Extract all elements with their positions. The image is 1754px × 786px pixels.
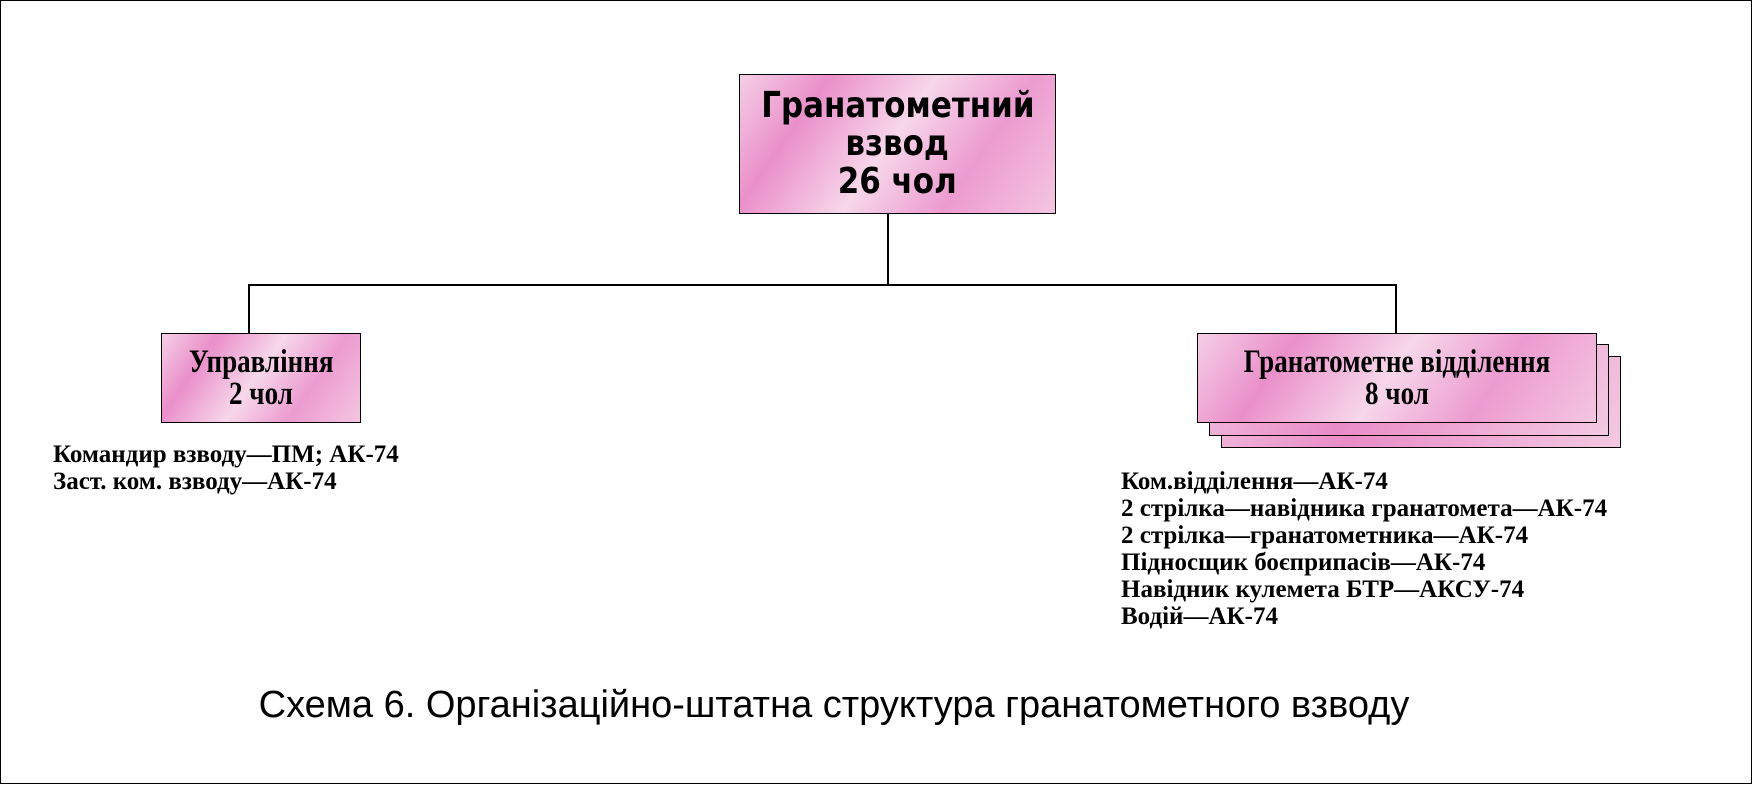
grenade-squad-staff-list: Ком.відділення—АК-74 2 стрілка—навідника… [1121,468,1607,630]
root-node: Гранатометний взвод 26 чол [739,74,1056,214]
branch-grenade-squad-title: Гранатометне відділення [1243,344,1551,380]
diagram-caption: Схема 6. Організаційно-штатна структура … [258,684,1410,726]
branch-management-count: 2 чол [229,376,293,412]
list-item: 2 стрілка—навідника гранатомета—АК-74 [1121,495,1608,522]
list-item: Ком.відділення—АК-74 [1121,468,1388,495]
list-item: Заст. ком. взводу—АК-74 [53,468,337,495]
connector-left-down [248,284,250,334]
list-item: Навідник кулемета БТР—АКСУ-74 [1121,576,1525,603]
management-staff-list: Командир взводу—ПМ; АК-74 Заст. ком. взв… [53,441,399,495]
root-line-3: 26 чол [837,161,958,202]
connector-horizontal [248,284,1397,286]
connector-right-down [1395,284,1397,334]
branch-grenade-squad-count: 8 чол [1365,376,1429,412]
list-item: 2 стрілка—гранатометника—АК-74 [1121,522,1529,549]
branch-node-management: Управління 2 чол [161,333,361,423]
branch-management-title: Управління [188,344,334,380]
list-item: Водій—АК-74 [1121,603,1278,630]
branch-node-grenade-squad: Гранатометне відділення 8 чол [1197,333,1597,423]
connector-root-down [887,213,889,285]
root-line-1: Гранатометний [760,85,1035,126]
list-item: Командир взводу—ПМ; АК-74 [53,441,399,468]
root-line-2: взвод [845,123,950,164]
list-item: Підносщик боєприпасів—АК-74 [1121,549,1486,576]
